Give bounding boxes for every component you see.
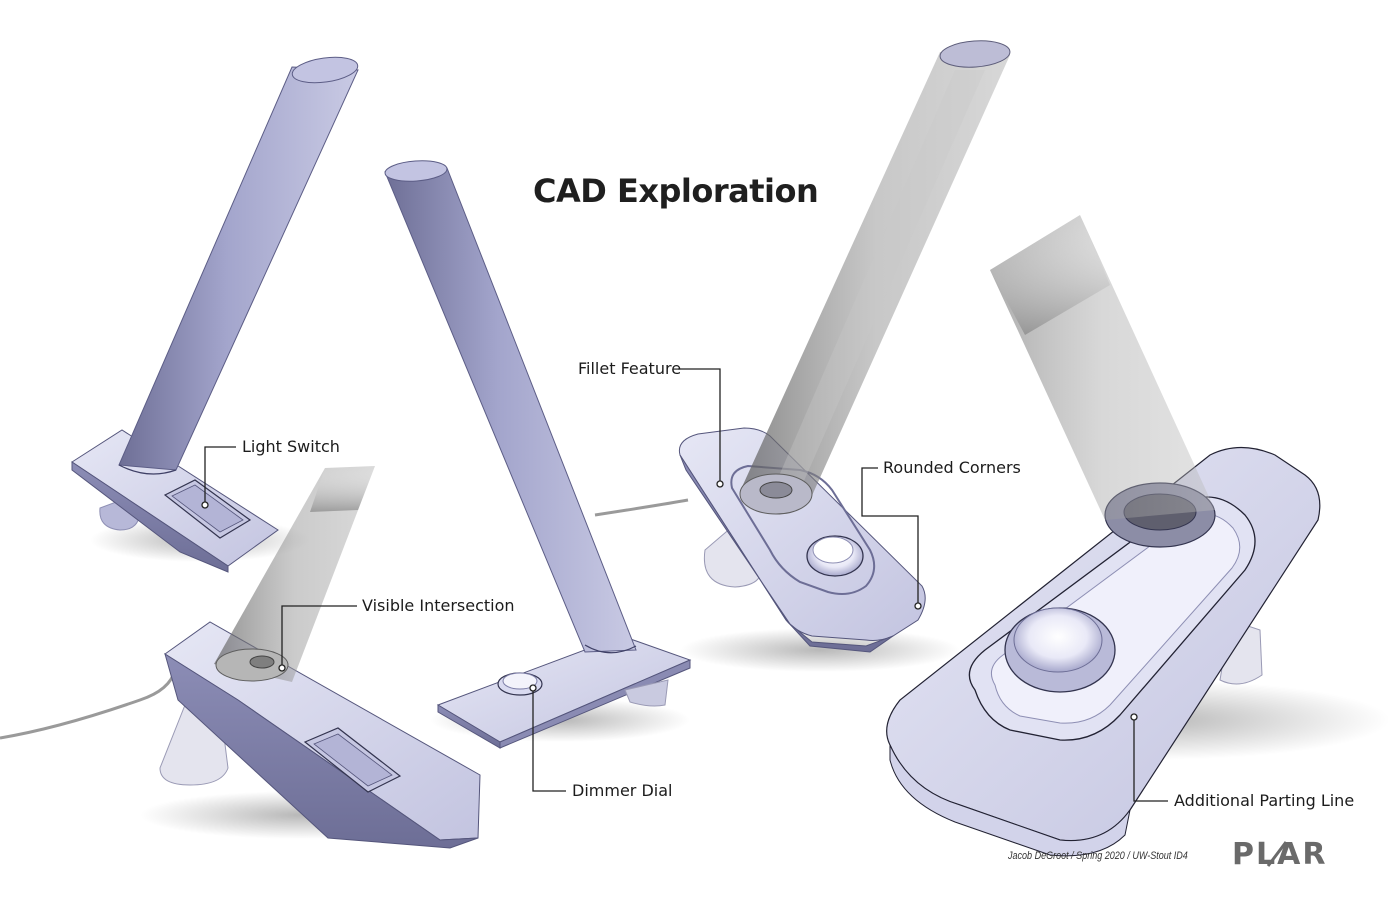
lamp-1-base-side	[71, 461, 229, 573]
lamp-1-tube-cap	[291, 56, 359, 84]
lamp-5-closeup	[886, 215, 1390, 857]
lamp-4-translucent-tube	[742, 52, 1010, 500]
polar-logo: PLAR	[1232, 837, 1328, 872]
lamp-2-solid	[384, 160, 692, 749]
callout-dimmer-dial: Dimmer Dial	[572, 781, 673, 800]
lamp-4-translucent	[594, 40, 1011, 672]
callout-visible-intersection: Visible Intersection	[362, 596, 515, 615]
callout-rounded-corners: Rounded Corners	[883, 458, 1021, 477]
callout-leaders	[201, 368, 1168, 802]
lamp-3-base-side	[164, 652, 479, 849]
lamp-2-tube	[384, 167, 637, 653]
lamp-5-base-edge	[889, 744, 1131, 857]
page-title: CAD Exploration	[533, 172, 819, 210]
lamp-1-tube	[118, 66, 359, 471]
lamp-4-cord	[594, 498, 689, 517]
callout-additional-parting-line: Additional Parting Line	[1174, 791, 1355, 810]
callout-light-switch: Light Switch	[242, 437, 340, 456]
lamp-3-translucent	[0, 466, 669, 849]
fillet-feature-leader	[678, 368, 721, 484]
lamp-1-solid	[71, 56, 359, 573]
light-switch-leader	[204, 446, 236, 505]
lamp-3-translucent-tube	[214, 466, 375, 682]
additional-parting-line-leader	[1133, 717, 1168, 802]
logo-accent	[1266, 841, 1288, 867]
callout-fillet-feature: Fillet Feature	[578, 359, 682, 378]
dimmer-dial-leader	[532, 688, 566, 792]
visible-intersection-leader	[281, 605, 357, 668]
lamp-3-cord	[0, 669, 177, 740]
designer-credit: Jacob DeGroot / Spring 2020 / UW-Stout I…	[1008, 850, 1188, 862]
rounded-corners-leader	[861, 467, 919, 606]
lamp-4-fillet-groove	[730, 464, 876, 595]
